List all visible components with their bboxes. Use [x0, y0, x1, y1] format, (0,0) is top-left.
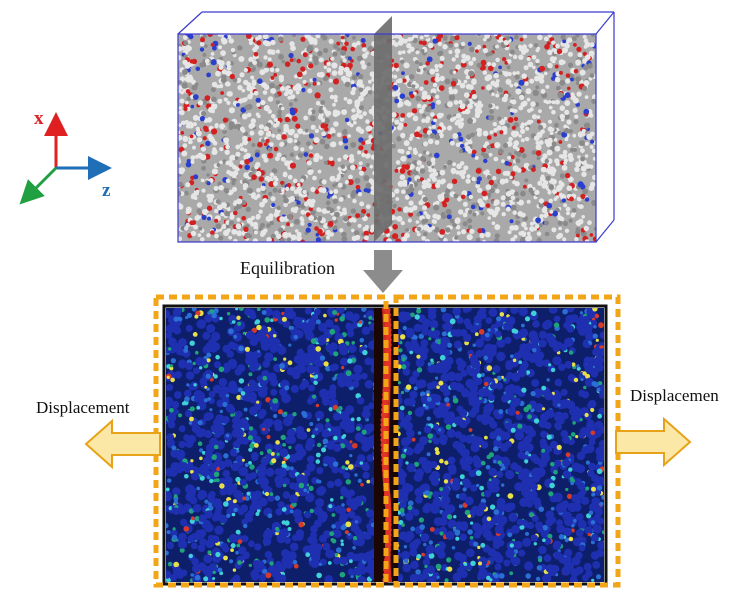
displacement-left-label: Displacement	[36, 398, 129, 418]
molecular-box-graphic	[168, 8, 616, 248]
x-axis-label: x	[34, 108, 44, 129]
equilibrated-system-graphic	[150, 292, 622, 588]
interface-sheet	[374, 16, 392, 242]
equilibration-label: Equilibration	[240, 258, 335, 279]
displacement-right-label: Displacemen	[630, 386, 719, 406]
y-axis-arrow	[28, 168, 56, 196]
coordinate-axes: x z	[14, 100, 134, 230]
molecular-box-top	[168, 8, 616, 248]
equilibrated-system-panel	[150, 292, 622, 588]
z-axis-label: z	[102, 180, 111, 201]
axes-graphic: x z	[14, 100, 134, 230]
left-displacement-arrow	[84, 418, 162, 470]
down-arrow	[362, 250, 404, 294]
right-displacement-arrow	[614, 416, 692, 468]
